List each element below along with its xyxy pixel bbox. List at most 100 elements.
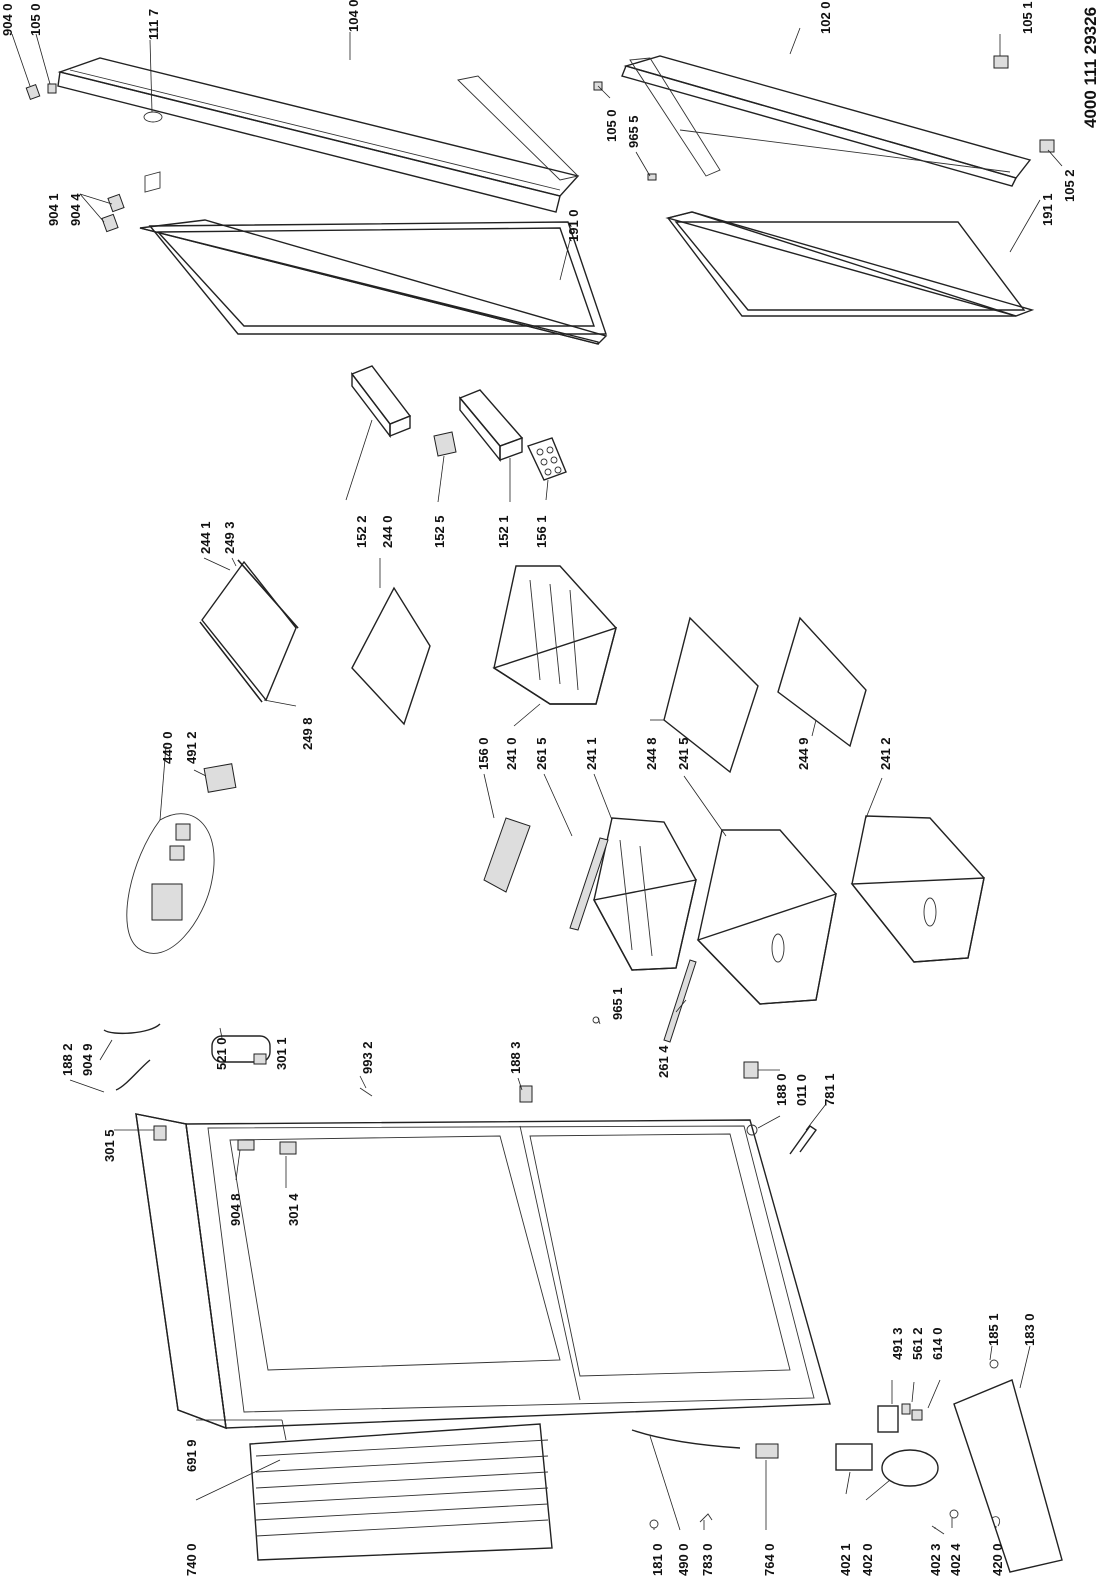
label-244-0: 244 0 xyxy=(380,515,395,548)
label-491-2: 491 2 xyxy=(184,731,199,764)
label-105-0b: 105 0 xyxy=(604,109,619,142)
label-904-0: 904 0 xyxy=(0,3,15,36)
part-301-1 xyxy=(253,1053,267,1065)
label-491-3: 491 3 xyxy=(890,1327,905,1360)
label-301-1: 301 1 xyxy=(274,1037,289,1070)
part-764-0 xyxy=(755,1443,779,1459)
label-904-1: 904 1 xyxy=(46,193,61,226)
label-152-2: 152 2 xyxy=(354,515,369,548)
drawer-241-0 xyxy=(492,565,618,705)
label-011-0: 011 0 xyxy=(794,1074,809,1106)
part-965-5 xyxy=(647,173,657,181)
label-191-0: 191 0 xyxy=(566,209,581,242)
foot-011-0 xyxy=(746,1124,758,1136)
label-244-9: 244 9 xyxy=(796,737,811,770)
cover-156-0 xyxy=(483,817,531,893)
label-241-2: 241 2 xyxy=(878,737,893,770)
label-105-2: 105 2 xyxy=(1062,169,1077,202)
part-188-0 xyxy=(743,1061,759,1079)
label-102-0: 102 0 xyxy=(818,1,833,34)
relay-402-1 xyxy=(835,1443,873,1471)
part-188-2 xyxy=(103,1023,161,1035)
label-241-0: 241 0 xyxy=(504,737,519,770)
power-cord-490-0 xyxy=(631,1429,741,1449)
label-188-3: 188 3 xyxy=(508,1041,523,1074)
label-402-0: 402 0 xyxy=(860,1543,875,1576)
label-156-1: 156 1 xyxy=(534,515,549,548)
gasket-191-1 xyxy=(665,211,1035,317)
part-105-0a xyxy=(47,83,57,94)
label-402-4: 402 4 xyxy=(948,1543,963,1576)
label-965-5: 965 5 xyxy=(626,115,641,148)
part-402-3 xyxy=(931,1525,945,1535)
label-111-7: 111 7 xyxy=(146,9,161,40)
shelf-244-1 xyxy=(199,559,299,703)
egg-tray-156-1 xyxy=(527,437,567,481)
drawer-241-2 xyxy=(850,815,985,963)
part-904-8 xyxy=(237,1139,255,1151)
label-521-0: 521 0 xyxy=(214,1037,229,1070)
label-402-1: 402 1 xyxy=(838,1543,853,1576)
label-104-0: 104 0 xyxy=(346,0,361,32)
label-152-5: 152 5 xyxy=(432,515,447,548)
label-301-4: 301 4 xyxy=(286,1193,301,1226)
label-241-1: 241 1 xyxy=(584,737,599,770)
label-249-3: 249 3 xyxy=(222,521,237,554)
strip-249-3 xyxy=(237,559,299,629)
label-993-2: 993 2 xyxy=(360,1041,375,1074)
label-191-1: 191 1 xyxy=(1040,193,1055,226)
label-241-5: 241 5 xyxy=(676,737,691,770)
label-783-0: 783 0 xyxy=(700,1543,715,1576)
label-764-0: 764 0 xyxy=(762,1543,777,1576)
part-561-2 xyxy=(901,1403,911,1415)
rail-261-4 xyxy=(663,959,697,1043)
part-301-4 xyxy=(279,1141,297,1155)
label-188-2: 188 2 xyxy=(60,1043,75,1076)
compressor-402-0 xyxy=(881,1449,939,1487)
part-904-1 xyxy=(107,193,125,213)
label-261-4: 261 4 xyxy=(656,1045,671,1078)
label-561-2: 561 2 xyxy=(910,1327,925,1360)
label-740-0: 740 0 xyxy=(184,1543,199,1576)
part-781-1 xyxy=(789,1125,817,1155)
label-156-0: 156 0 xyxy=(476,737,491,770)
label-261-5: 261 5 xyxy=(534,737,549,770)
part-614-0 xyxy=(911,1409,923,1421)
label-249-8: 249 8 xyxy=(300,717,315,750)
base-183-0 xyxy=(953,1379,1063,1573)
shelf-244-9 xyxy=(777,616,867,748)
drawing-number: 4000 111 29326 xyxy=(1081,7,1100,128)
part-402-4 xyxy=(949,1509,959,1519)
label-904-9: 904 9 xyxy=(80,1043,95,1076)
shelf-244-0 xyxy=(351,586,431,726)
shelf-244-8 xyxy=(663,616,759,774)
part-691-9 xyxy=(281,1419,287,1441)
label-183-0: 183 0 xyxy=(1022,1313,1037,1346)
door-104-0 xyxy=(57,57,580,213)
cabinet xyxy=(135,1113,831,1430)
label-965-1: 965 1 xyxy=(610,987,625,1020)
label-402-3: 402 3 xyxy=(928,1543,943,1576)
part-904-9 xyxy=(115,1059,151,1091)
part-188-3 xyxy=(519,1085,533,1103)
screw-965-1 xyxy=(592,1016,600,1024)
part-491-3 xyxy=(877,1405,899,1433)
part-181-0 xyxy=(649,1519,659,1529)
drawer-241-1 xyxy=(592,817,697,971)
part-105-2 xyxy=(1039,139,1055,153)
gasket-191-0 xyxy=(139,219,608,345)
balcony-152-1 xyxy=(458,389,524,462)
part-105-1 xyxy=(993,55,1009,69)
light-521-0 xyxy=(211,1035,271,1063)
label-181-0: 181 0 xyxy=(650,1543,665,1576)
part-185-1 xyxy=(989,1359,999,1369)
part-301-5 xyxy=(153,1125,167,1141)
label-614-0: 614 0 xyxy=(930,1327,945,1360)
part-904-0 xyxy=(25,84,41,100)
label-420-0: 420 0 xyxy=(990,1543,1005,1576)
condenser-740-0 xyxy=(249,1423,553,1561)
label-105-0a: 105 0 xyxy=(28,3,43,36)
rail-261-5 xyxy=(569,837,609,931)
label-188-0: 188 0 xyxy=(774,1073,789,1106)
